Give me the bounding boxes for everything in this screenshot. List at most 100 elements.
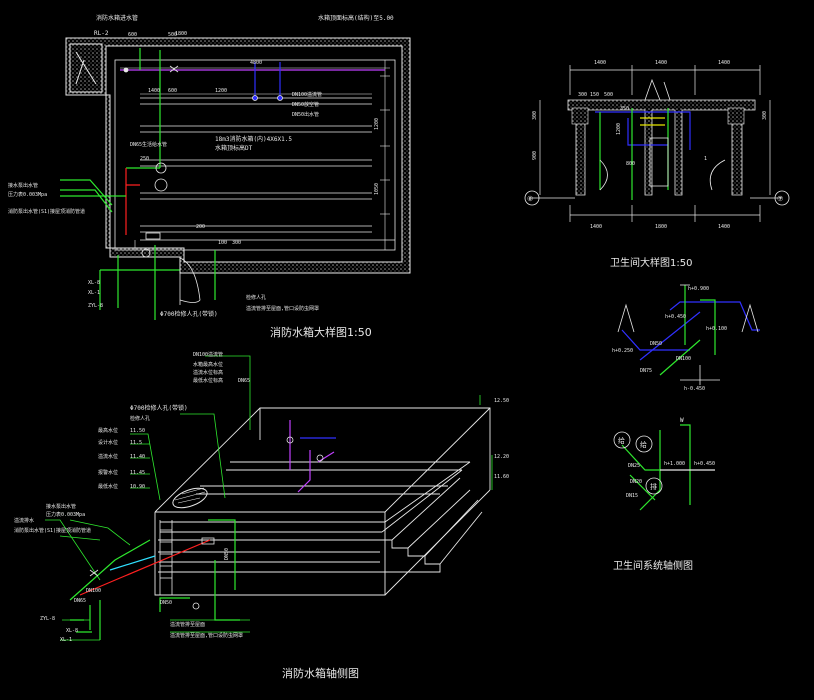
iso-right-level-2: 12.20 (494, 454, 509, 460)
tank-pipes (60, 48, 385, 320)
bottom-note-2: 溢流管排至屋面,管口设防虫网罩 (246, 305, 319, 312)
dim-side-1: 300 (532, 111, 538, 120)
iso-drain-mark-8: h-0.450 (684, 386, 705, 392)
iso-drain-mark-7: h+0.100 (706, 326, 727, 332)
iso-top-label-3: 溢流水位标高 (193, 369, 223, 376)
manhole-label: Φ700检修人孔(带锁) (160, 310, 218, 318)
inner-mark-3: 500 (604, 92, 613, 98)
supply-mark-3: DN15 (626, 493, 638, 499)
supply-tag-3 (645, 477, 663, 495)
washroom-plan-title: 卫生间大样图1:50 (610, 256, 692, 269)
riser-xl1: XL-1 (88, 290, 100, 296)
iso-level-1: 11.50 (130, 428, 145, 434)
iso-left-note-1: 接水泵出水管 (46, 503, 76, 510)
riser-xl8: XL-8 (88, 280, 100, 286)
tank-spec-line1: 18m3消防水箱(内)4X6X1.5 (215, 135, 292, 143)
iso-drain-pipes (621, 285, 760, 376)
iso-top-label-4: 最低水位标高 (193, 377, 223, 384)
iso-pipe-mark-3: DN50 (160, 600, 172, 606)
tank-iso-manhole (172, 487, 208, 509)
dim-600: 600 (168, 88, 177, 94)
column-right (727, 107, 745, 125)
washroom-plan-drawing: ⑥ ⑦ 1400 1400 1400 1400 1800 1400 300 90… (524, 60, 790, 269)
supply-tag-2-text: 给 (640, 440, 647, 449)
vent-box (69, 43, 103, 93)
iso-drain-mark-5: DN100 (676, 356, 691, 362)
inner-mark-5: 1200 (616, 123, 622, 135)
iso-level-2: 11.5 (130, 440, 142, 446)
iso-riser-2: XL-8 (66, 628, 78, 634)
tank-plan-drawing: 消防水箱进水管 水箱顶面标高(结构)至5.00 RL-2 1800 4800 1… (8, 14, 411, 339)
callout-overflow: DN100溢流管 (292, 91, 322, 98)
iso-drain-mark-6: DN75 (640, 368, 652, 374)
iso-right-level-3: 11.60 (494, 474, 509, 480)
dim-bottom-2: 1800 (655, 224, 667, 230)
callout-outlet: DN50出水管 (292, 111, 319, 118)
tank-plan-title: 消防水箱大样图1:50 (270, 325, 372, 339)
column-left (571, 107, 589, 125)
mark-300: 300 (232, 240, 241, 246)
supply-mark-6: W (680, 417, 684, 424)
mark-500: 500 (168, 32, 177, 38)
inner-mark-1: 300 (578, 92, 587, 98)
washroom-iso-drain-drawing: h+0.900 h+0.450 h+0.250 DN50 DN100 DN75 … (612, 284, 760, 392)
dim-1200b: 1200 (374, 118, 380, 130)
iso-pipe-mark-1: DN100 (86, 588, 101, 594)
washroom-iso-supply-drawing: 给 给 排 DN25 DN20 DN15 h+1.000 h+0.450 W 卫… (613, 417, 715, 572)
tank-baffles (140, 97, 395, 241)
supply-tag-3-text: 排 (650, 482, 657, 491)
supply-tag-1-text: 给 (618, 436, 625, 445)
supply-mark-1: DN25 (628, 463, 640, 469)
tank-iso-pipes (69, 420, 336, 640)
tank-fittings (123, 65, 283, 305)
iso-level-label-2: 设计水位 (98, 439, 118, 446)
dim-side-3: 300 (762, 111, 768, 120)
iso-supply-pipes (621, 424, 715, 511)
tank-iso-box (154, 407, 491, 596)
tank-plan-top-note-left: 消防水箱进水管 (96, 14, 138, 22)
inner-mark-2: 150 (590, 92, 599, 98)
supply-mark-5: h+0.450 (694, 461, 715, 467)
dim-bottom-3: 1400 (718, 224, 730, 230)
dim-1050: 1050 (374, 183, 380, 195)
grid-right-label: ⑦ (777, 195, 783, 203)
left-note-3: 消防泵出水管(S1)接屋顶消防管道 (8, 208, 85, 215)
tank-plan-ref: RL-2 (94, 30, 109, 37)
iso-level-3: 11.40 (130, 454, 145, 460)
inner-mark-7: 1 (704, 156, 707, 162)
iso-level-label-1: 最高水位 (98, 427, 118, 434)
dim-bottom-1: 1400 (590, 224, 602, 230)
grid-bubble-left (524, 190, 540, 206)
dim-top-1: 1400 (594, 60, 606, 66)
iso-drain-mark-4: DN50 (650, 341, 662, 347)
iso-top-label-5: DN65 (238, 378, 250, 384)
washroom-fixtures (599, 78, 726, 191)
dim-side-2: 900 (532, 151, 538, 160)
iso-pipe-mark-2: DN65 (74, 598, 86, 604)
supply-tag-2 (635, 435, 653, 453)
tank-iso-title: 消防水箱轴侧图 (282, 666, 359, 680)
iso-level-5: 10.90 (130, 484, 145, 490)
washroom-iso-title: 卫生间系统轴侧图 (613, 559, 693, 572)
iso-bottom-note-1: 溢流管排至屋面 (170, 621, 205, 628)
tank-iso-fittings (89, 436, 324, 610)
iso-level-label-5: 最低水位 (98, 483, 118, 490)
iso-level-label-3: 溢流水位 (98, 453, 118, 460)
left-note-2: 压力表0.003Mpa (8, 191, 47, 198)
supply-tag-1 (613, 431, 631, 449)
inner-mark-6: 800 (626, 161, 635, 167)
inner-mark-4: 350 (620, 106, 629, 112)
iso-riser-1: ZYL-8 (40, 616, 55, 622)
tank-interior (114, 59, 396, 251)
tank-plan-top-note-right: 水箱顶面标高(结构)至5.00 (318, 14, 394, 22)
washroom-walls-hatch (567, 99, 756, 196)
dim-1400: 1400 (148, 88, 160, 94)
tank-wall-hatch (65, 37, 411, 274)
tank-spec-line2: 水箱顶标高DT (215, 144, 253, 152)
iso-riser-3: XL-1 (60, 637, 72, 643)
riser-zyl8: ZYL-8 (88, 303, 103, 309)
iso-level-4: 11.45 (130, 470, 145, 476)
grid-bubble-right (774, 190, 790, 206)
supply-mark-2: DN20 (630, 479, 642, 485)
